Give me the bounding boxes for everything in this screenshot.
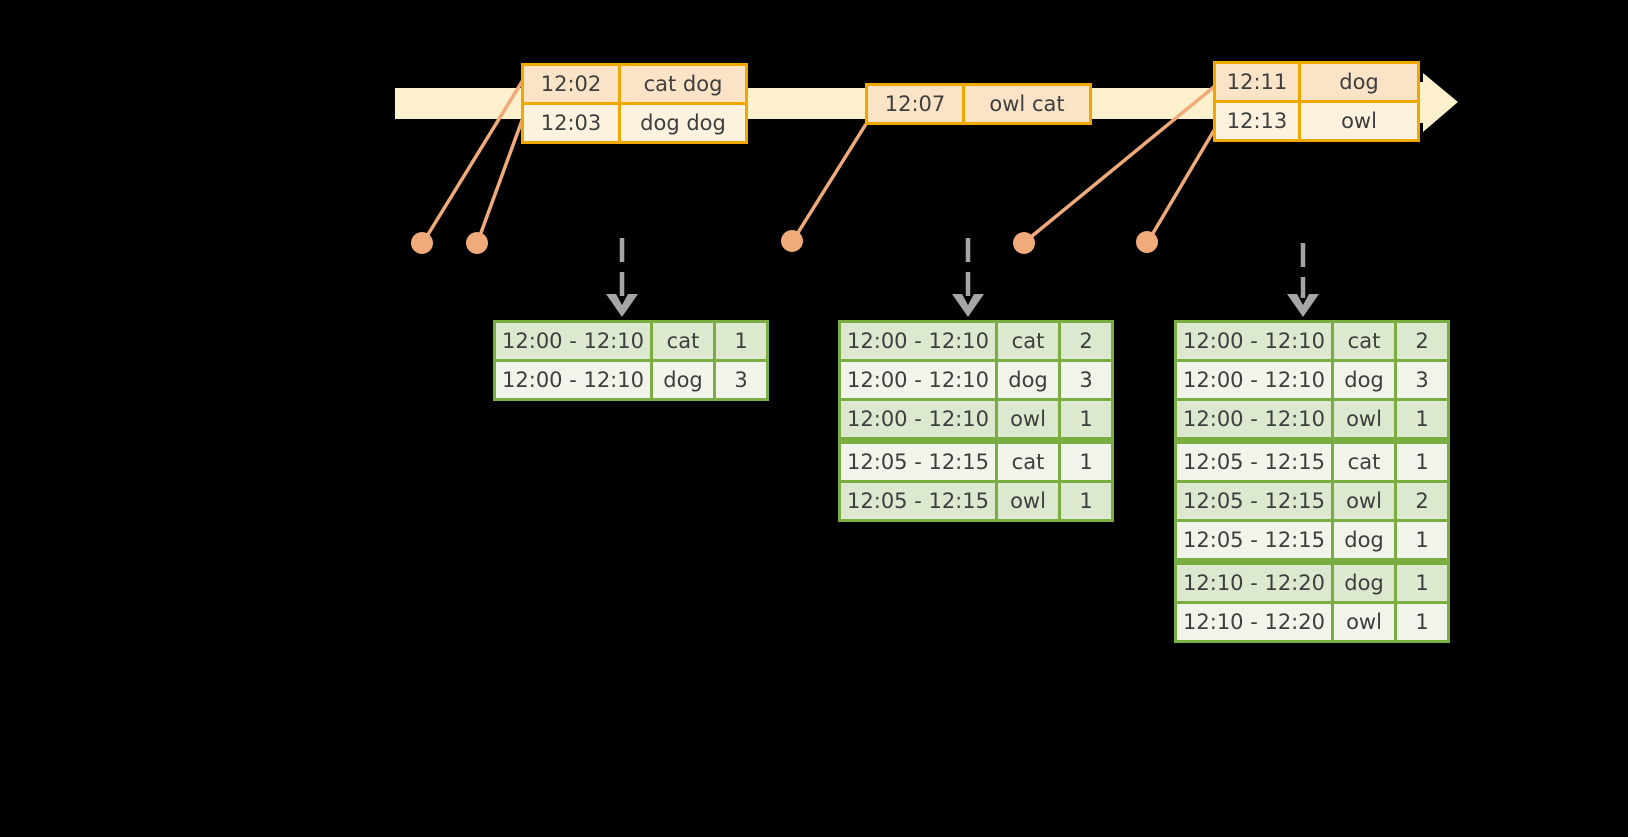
window-cell: 12:05 - 12:15 bbox=[1174, 439, 1334, 483]
window-cell: 12:00 - 12:10 bbox=[1174, 320, 1334, 362]
window-cell: 12:00 - 12:10 bbox=[493, 359, 653, 401]
window-cell: 12:10 - 12:20 bbox=[1174, 560, 1334, 604]
result-table-3: 12:00 - 12:10 cat 2 12:00 - 12:10 dog 3 … bbox=[1174, 320, 1450, 643]
event-row: 12:07 owl cat bbox=[865, 83, 1092, 125]
event-time-cell: 12:03 bbox=[521, 102, 621, 144]
word-cell: dog bbox=[1331, 359, 1397, 401]
dashed-arrows bbox=[606, 238, 1319, 317]
word-cell: cat bbox=[1331, 320, 1397, 362]
event-time-cell: 12:13 bbox=[1213, 100, 1301, 142]
event-row: 12:02 cat dog bbox=[521, 63, 748, 105]
event-dot bbox=[1136, 231, 1158, 253]
connector-line bbox=[476, 103, 530, 242]
event-dot bbox=[1013, 232, 1035, 254]
count-cell: 1 bbox=[1394, 398, 1450, 444]
word-cell: cat bbox=[995, 320, 1061, 362]
word-cell: cat bbox=[995, 439, 1061, 483]
window-cell: 12:10 - 12:20 bbox=[1174, 601, 1334, 643]
word-cell: dog bbox=[995, 359, 1061, 401]
word-cell: cat bbox=[650, 320, 716, 362]
result-table-1: 12:00 - 12:10 cat 1 12:00 - 12:10 dog 3 bbox=[493, 320, 769, 401]
count-cell: 3 bbox=[713, 359, 769, 401]
word-cell: dog bbox=[650, 359, 716, 401]
connector-line bbox=[792, 123, 868, 240]
window-cell: 12:00 - 12:10 bbox=[838, 359, 998, 401]
arrow-down-icon bbox=[952, 294, 984, 317]
result-row: 12:00 - 12:10 owl 1 bbox=[838, 398, 1114, 444]
result-row: 12:00 - 12:10 dog 3 bbox=[493, 359, 769, 401]
result-row: 12:05 - 12:15 cat 1 bbox=[838, 439, 1114, 483]
word-cell: owl bbox=[1331, 398, 1397, 444]
arrow-down-icon bbox=[1287, 294, 1319, 317]
window-cell: 12:05 - 12:15 bbox=[1174, 480, 1334, 522]
event-row: 12:03 dog dog bbox=[521, 102, 748, 144]
event-row: 12:11 dog bbox=[1213, 61, 1420, 103]
event-dot bbox=[411, 232, 433, 254]
count-cell: 2 bbox=[1058, 320, 1114, 362]
connector-line bbox=[422, 79, 525, 242]
window-cell: 12:00 - 12:10 bbox=[838, 398, 998, 444]
result-table-2: 12:00 - 12:10 cat 2 12:00 - 12:10 dog 3 … bbox=[838, 320, 1114, 522]
window-cell: 12:00 - 12:10 bbox=[1174, 359, 1334, 401]
result-row: 12:00 - 12:10 cat 2 bbox=[838, 320, 1114, 362]
word-cell: cat bbox=[1331, 439, 1397, 483]
result-row: 12:00 - 12:10 cat 2 bbox=[1174, 320, 1450, 362]
result-row: 12:00 - 12:10 cat 1 bbox=[493, 320, 769, 362]
result-row: 12:05 - 12:15 owl 1 bbox=[838, 480, 1114, 522]
event-dots bbox=[411, 230, 1158, 254]
count-cell: 1 bbox=[1058, 398, 1114, 444]
word-cell: owl bbox=[1331, 601, 1397, 643]
result-row: 12:05 - 12:15 cat 1 bbox=[1174, 439, 1450, 483]
count-cell: 3 bbox=[1394, 359, 1450, 401]
count-cell: 1 bbox=[1394, 439, 1450, 483]
window-cell: 12:05 - 12:15 bbox=[1174, 519, 1334, 565]
window-cell: 12:05 - 12:15 bbox=[838, 480, 998, 522]
word-cell: dog bbox=[1331, 560, 1397, 604]
count-cell: 2 bbox=[1394, 480, 1450, 522]
count-cell: 1 bbox=[1058, 480, 1114, 522]
count-cell: 1 bbox=[1058, 439, 1114, 483]
result-row: 12:10 - 12:20 dog 1 bbox=[1174, 560, 1450, 604]
count-cell: 1 bbox=[1394, 560, 1450, 604]
window-cell: 12:00 - 12:10 bbox=[838, 320, 998, 362]
window-cell: 12:05 - 12:15 bbox=[838, 439, 998, 483]
event-table-3: 12:11 dog 12:13 owl bbox=[1213, 61, 1420, 142]
count-cell: 1 bbox=[1394, 601, 1450, 643]
event-dot bbox=[466, 232, 488, 254]
event-words-cell: owl bbox=[1298, 100, 1420, 142]
result-row: 12:00 - 12:10 dog 3 bbox=[838, 359, 1114, 401]
count-cell: 1 bbox=[1394, 519, 1450, 565]
word-cell: owl bbox=[1331, 480, 1397, 522]
word-cell: owl bbox=[995, 398, 1061, 444]
window-cell: 12:00 - 12:10 bbox=[1174, 398, 1334, 444]
event-words-cell: cat dog bbox=[618, 63, 748, 105]
result-row: 12:00 - 12:10 owl 1 bbox=[1174, 398, 1450, 444]
event-words-cell: dog dog bbox=[618, 102, 748, 144]
count-cell: 3 bbox=[1058, 359, 1114, 401]
event-words-cell: dog bbox=[1298, 61, 1420, 103]
event-dot bbox=[781, 230, 803, 252]
result-row: 12:00 - 12:10 dog 3 bbox=[1174, 359, 1450, 401]
connector-line bbox=[1024, 84, 1217, 243]
word-cell: dog bbox=[1331, 519, 1397, 565]
window-cell: 12:00 - 12:10 bbox=[493, 320, 653, 362]
count-cell: 2 bbox=[1394, 320, 1450, 362]
result-row: 12:05 - 12:15 owl 2 bbox=[1174, 480, 1450, 522]
connector-lines bbox=[422, 79, 1218, 243]
result-row: 12:10 - 12:20 owl 1 bbox=[1174, 601, 1450, 643]
event-time-cell: 12:07 bbox=[865, 83, 965, 125]
count-cell: 1 bbox=[713, 320, 769, 362]
arrow-down-icon bbox=[606, 294, 638, 317]
event-table-2: 12:07 owl cat bbox=[865, 83, 1092, 125]
connector-line bbox=[1147, 126, 1218, 241]
event-table-1: 12:02 cat dog 12:03 dog dog bbox=[521, 63, 748, 144]
word-cell: owl bbox=[995, 480, 1061, 522]
event-words-cell: owl cat bbox=[962, 83, 1092, 125]
event-time-cell: 12:11 bbox=[1213, 61, 1301, 103]
event-row: 12:13 owl bbox=[1213, 100, 1420, 142]
result-row: 12:05 - 12:15 dog 1 bbox=[1174, 519, 1450, 565]
event-time-cell: 12:02 bbox=[521, 63, 621, 105]
